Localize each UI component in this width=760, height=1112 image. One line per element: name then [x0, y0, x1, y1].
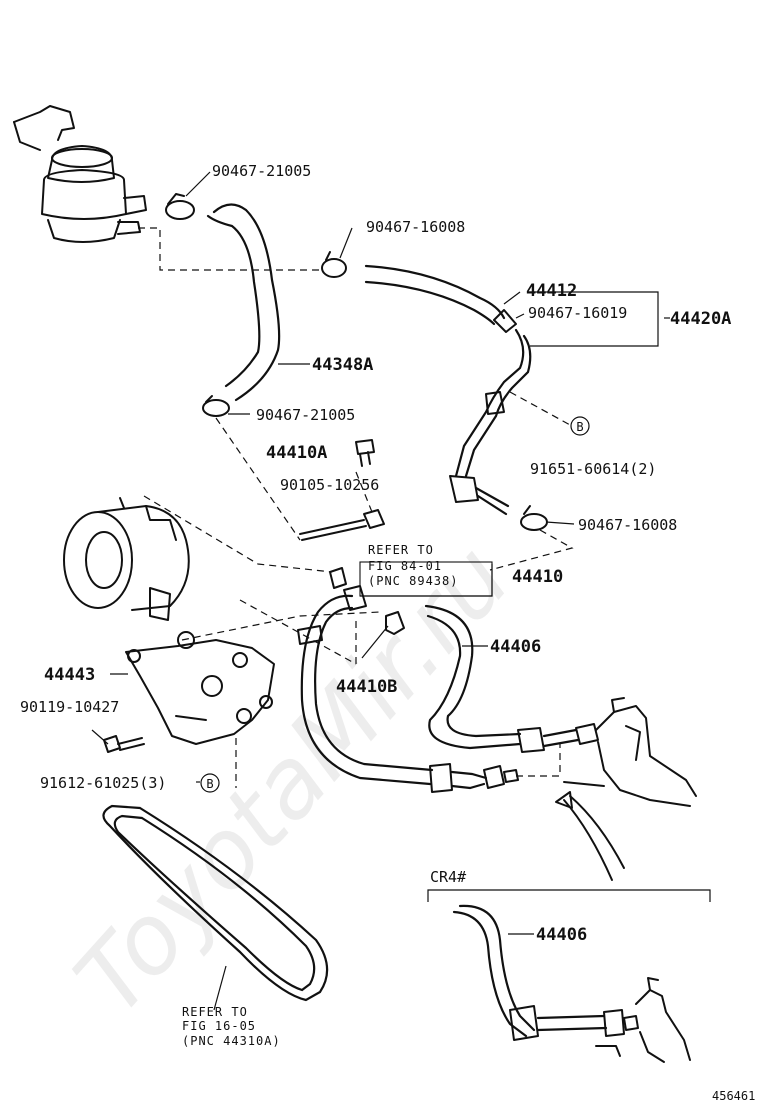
- view-arrow: [555, 791, 625, 881]
- bracket-44443[interactable]: [125, 631, 275, 745]
- label-90467-16008-top: 90467-16008: [366, 218, 465, 236]
- ref-84-line3: (PNC 89438): [368, 574, 458, 588]
- label-91612-61025: 91612-61025(3): [40, 774, 166, 792]
- return-hose-44412[interactable]: [364, 264, 517, 333]
- label-44406-cr4: 44406: [536, 925, 587, 945]
- label-44420a: 44420A: [670, 309, 731, 329]
- power-steering-pump[interactable]: [63, 497, 190, 621]
- callout-b-top-text: B: [576, 420, 583, 434]
- steering-gear-housing-cr4[interactable]: [595, 977, 691, 1063]
- steering-gear-housing[interactable]: [563, 697, 697, 807]
- hose-44406-main[interactable]: [424, 604, 599, 753]
- pressure-switch-fitting[interactable]: [329, 567, 347, 589]
- reservoir-tank[interactable]: [13, 105, 147, 243]
- label-44410: 44410: [512, 567, 563, 587]
- variant-bracket: [427, 889, 711, 902]
- clamp-90467-16008-mid[interactable]: [520, 505, 548, 531]
- hose-44348a[interactable]: [206, 203, 281, 402]
- label-90467-16019: 90467-16019: [528, 304, 627, 322]
- label-90119-10427: 90119-10427: [20, 698, 119, 716]
- label-44348a: 44348A: [312, 355, 373, 375]
- ref-16-line3: (PNC 44310A): [182, 1034, 281, 1048]
- callout-b-top: B: [570, 416, 590, 436]
- label-90467-21005-mid: 90467-21005: [256, 406, 355, 424]
- label-44410b: 44410B: [336, 677, 397, 697]
- bolt-90105-10256[interactable]: [299, 509, 385, 541]
- label-90467-16008-mid: 90467-16008: [578, 516, 677, 534]
- ref-16-line2: FIG 16-05: [182, 1019, 256, 1033]
- label-cr4-variant: CR4#: [430, 868, 466, 886]
- clamp-90467-21005-top[interactable]: [165, 193, 195, 220]
- bolt-90119-10427[interactable]: [103, 735, 145, 753]
- ref-16-line1: REFER TO: [182, 1005, 248, 1019]
- clamp-90467-16008-top[interactable]: [321, 251, 347, 278]
- callout-b-bottom-text: B: [206, 777, 213, 791]
- label-44406-main: 44406: [490, 637, 541, 657]
- return-tube-44420a[interactable]: [449, 328, 532, 516]
- hose-44406-cr4[interactable]: [452, 904, 639, 1041]
- ref-84-line2: FIG 84-01: [368, 559, 442, 573]
- figure-number: 456461: [712, 1089, 755, 1103]
- clamp-90467-21005-mid[interactable]: [202, 395, 230, 417]
- ref-84-line1: REFER TO: [368, 543, 434, 557]
- label-90467-21005-top: 90467-21005: [212, 162, 311, 180]
- label-44443: 44443: [44, 665, 95, 685]
- reference-fig-84-01: REFER TO FIG 84-01 (PNC 89438): [359, 543, 493, 597]
- label-91651-60614: 91651-60614(2): [530, 460, 656, 478]
- callout-b-bottom: B: [200, 773, 220, 793]
- union-bolt-44410a[interactable]: [355, 439, 375, 467]
- reference-fig-16-05: REFER TO FIG 16-05 (PNC 44310A): [182, 1005, 281, 1048]
- label-90105-10256: 90105-10256: [280, 476, 379, 494]
- pressure-hose-44410[interactable]: [297, 585, 519, 793]
- label-44410a: 44410A: [266, 443, 327, 463]
- drive-belt[interactable]: [102, 804, 329, 1002]
- label-44412: 44412: [526, 281, 577, 301]
- assembly-dashed-lines: [138, 227, 574, 788]
